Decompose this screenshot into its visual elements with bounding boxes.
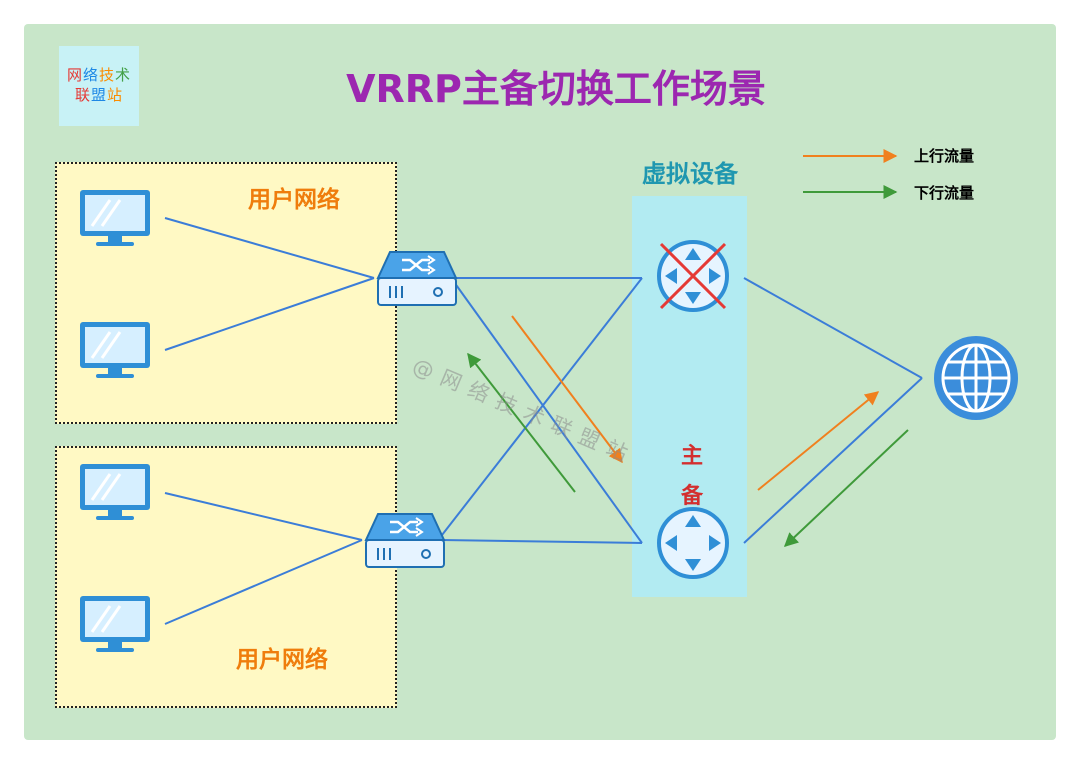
router-icon-primary <box>657 507 729 579</box>
link-backup-internet <box>743 277 923 379</box>
router-icon-backup <box>657 240 729 312</box>
switch-icon <box>364 512 446 569</box>
link-pc2-switch1 <box>164 277 375 351</box>
link-primary-internet <box>743 377 923 544</box>
internet-globe-icon <box>934 336 1018 420</box>
failed-cross-line <box>659 242 727 310</box>
uplink-arrow-internet <box>757 391 880 491</box>
link-switch2-primary <box>441 539 643 544</box>
pc-icon <box>78 320 152 380</box>
page-title: VRRP主备切换工作场景 <box>346 67 766 111</box>
downlink-arrow-internet <box>783 429 909 547</box>
downlink-arrow-switch <box>467 352 576 493</box>
logo-line-2: 联盟站 <box>74 86 124 104</box>
link-pc3-switch2 <box>164 492 363 541</box>
logo-line-1: 网络技术 <box>66 66 132 84</box>
pc-icon <box>80 190 150 246</box>
link-pc1-switch1 <box>164 217 375 279</box>
backup-label: 备 <box>680 484 703 509</box>
user-network-label-top: 用户网络 <box>248 187 340 213</box>
link-pc4-switch2 <box>164 539 363 625</box>
pc-icon <box>78 594 152 654</box>
pc-icon <box>78 462 152 522</box>
legend-uplink-label: 上行流量 <box>914 147 975 165</box>
logo: 网络技术 联盟站 <box>59 46 139 126</box>
uplink-arrow-switch <box>511 315 623 464</box>
links <box>164 217 923 625</box>
user-network-label-bottom: 用户网络 <box>236 647 328 673</box>
link-switch2-backup <box>441 277 643 536</box>
virtual-device-label: 虚拟设备 <box>642 160 738 188</box>
primary-label: 主 <box>680 444 703 469</box>
legend-downlink-label: 下行流量 <box>914 184 975 202</box>
link-switch1-primary <box>453 281 643 544</box>
switch-icon <box>376 251 458 306</box>
